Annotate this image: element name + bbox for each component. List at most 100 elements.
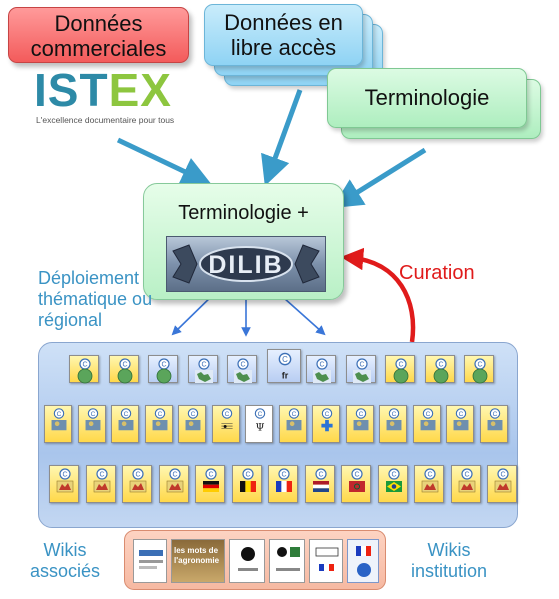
wiki-globe-blue-icon: C — [156, 358, 172, 384]
wiki-tile-row3[interactable]: C — [304, 465, 335, 503]
wiki-flag-br-icon: C — [385, 468, 402, 492]
wiki-tile-row2[interactable]: C — [446, 405, 474, 443]
svg-text:C: C — [172, 472, 177, 479]
wiki-tile-row1[interactable]: C — [227, 355, 257, 383]
svg-text:C: C — [318, 472, 323, 479]
wiki-science-icon: C — [118, 408, 134, 431]
wiki-tile-row3[interactable]: C — [195, 465, 225, 503]
wiki-tile-row1[interactable]: C — [345, 355, 376, 383]
metiers-strategiques-icon[interactable] — [269, 539, 305, 583]
wiki-tile-row1[interactable]: C — [69, 355, 99, 384]
wiki-region-icon: C — [129, 468, 147, 493]
source-commercial-label: Données commerciales — [30, 11, 167, 61]
wiki-tile-row3[interactable]: C — [450, 465, 481, 503]
wiki-globe-yellow-icon: C — [77, 358, 93, 384]
wikis-associes-label: Wikis associés — [30, 540, 101, 581]
svg-text:C: C — [464, 472, 469, 479]
wiki-tile-row3[interactable]: C — [341, 465, 371, 503]
wiki-world-map-icon: C — [194, 358, 213, 383]
arrow-curation — [340, 247, 416, 343]
svg-text:C: C — [358, 411, 363, 418]
wikis-institution-label: Wikis institution — [410, 540, 488, 581]
svg-text:DILIB: DILIB — [208, 251, 283, 279]
svg-text:C: C — [319, 362, 324, 369]
wiki-psy-icon: CΨ — [254, 408, 266, 433]
wiki-science-icon: C — [386, 408, 402, 431]
wiki-tile-row3[interactable]: C — [85, 465, 116, 503]
wiki-tile-row2[interactable]: C — [211, 405, 240, 443]
les-mots-agronomie-text: les mots de l'agronomie — [174, 546, 220, 565]
wiki-tile-row2[interactable]: C — [379, 405, 407, 443]
wiki-tile-row1[interactable]: C — [424, 355, 455, 384]
wiki-tile-row3[interactable]: C — [158, 465, 189, 503]
source-libre-label: Données en libre accès — [224, 10, 343, 60]
istex-logo-text: ISTEX — [34, 64, 172, 116]
wiki-tile-row2[interactable]: C — [111, 405, 139, 443]
wiki-tile-row1[interactable]: C — [187, 355, 218, 383]
svg-text:C: C — [122, 362, 127, 369]
wiki-tile-row3[interactable]: C — [122, 465, 152, 503]
svg-text:C: C — [392, 411, 397, 418]
svg-text:fr: fr — [281, 370, 288, 380]
bul-glyph-icon — [238, 547, 258, 571]
hptm-logo-icon[interactable] — [133, 539, 167, 583]
wiki-tile-row3[interactable]: C — [414, 465, 444, 503]
inist-glyph-icon — [315, 547, 339, 571]
wiki-tile-row1[interactable]: C — [385, 355, 415, 384]
wiki-tile-row3[interactable]: C — [268, 465, 298, 503]
wiki-tile-row2[interactable]: C — [77, 405, 106, 443]
wiki-tile-row1[interactable]: C — [108, 355, 139, 384]
wiki-tile-row1[interactable]: C — [148, 355, 178, 384]
wiki-tile-row2[interactable]: C — [479, 405, 508, 443]
wiki-region-icon: C — [166, 468, 183, 493]
wiki-tile-row3[interactable]: C — [231, 465, 262, 503]
wiki-tile-row3[interactable]: C — [487, 465, 517, 503]
curation-label: Curation — [399, 262, 475, 284]
les-mots-agronomie-icon[interactable]: les mots de l'agronomie — [171, 539, 225, 583]
wiki-fr-icon: Cfr — [278, 352, 291, 380]
wiki-tile-row3[interactable]: C — [49, 465, 79, 503]
svg-text:C: C — [161, 362, 166, 369]
source-commercial-box: Données commerciales — [8, 7, 189, 63]
wiki-tile-row2[interactable]: C — [345, 405, 374, 443]
metiers-glyph-icon — [276, 547, 300, 571]
wiki-world-map-icon: C — [352, 358, 371, 383]
arrow-commercial-to-hub — [116, 137, 212, 186]
wiki-region-icon: C — [93, 468, 110, 493]
republique-francaise-icon[interactable] — [347, 539, 379, 583]
svg-text:C: C — [245, 472, 250, 479]
wiki-tile-row1[interactable]: C — [306, 355, 336, 383]
svg-text:C: C — [191, 411, 196, 418]
wiki-science-icon: C — [286, 408, 301, 431]
svg-text:C: C — [391, 472, 396, 479]
svg-text:C: C — [208, 472, 213, 479]
wiki-tile-row1[interactable]: C — [464, 355, 494, 384]
inist-icon[interactable] — [309, 539, 343, 583]
wiki-globe-yellow-icon: C — [472, 358, 488, 384]
terminologie-plus-box: Terminologie + DILIB — [143, 183, 344, 300]
wiki-tile-row2[interactable]: C — [312, 405, 340, 443]
svg-text:C: C — [224, 411, 229, 418]
wiki-tile-row2[interactable]: C — [278, 405, 307, 443]
wiki-globe-yellow-icon: C — [433, 358, 448, 384]
wiki-tile-row2[interactable]: C — [178, 405, 206, 443]
wiki-tile-row2[interactable]: C — [144, 405, 173, 443]
wiki-science-icon: C — [487, 408, 502, 431]
wiki-tile-row3[interactable]: C — [377, 465, 408, 503]
wiki-globe-yellow-icon: C — [117, 358, 132, 384]
bul-collections-icon[interactable] — [229, 539, 265, 583]
wiki-science-icon: C — [152, 408, 167, 431]
wiki-region-icon: C — [458, 468, 475, 493]
svg-text:C: C — [354, 472, 359, 479]
terminologie-plus-label: Terminologie + — [178, 202, 309, 224]
svg-text:C: C — [492, 411, 497, 418]
svg-text:C: C — [427, 472, 432, 479]
wiki-globe-yellow-icon: C — [393, 358, 409, 384]
svg-text:C: C — [258, 411, 263, 418]
wiki-tile-row2[interactable]: C — [44, 405, 72, 443]
wiki-tile-row2[interactable]: C — [412, 405, 441, 443]
institution-panel: les mots de l'agronomie — [124, 530, 386, 590]
